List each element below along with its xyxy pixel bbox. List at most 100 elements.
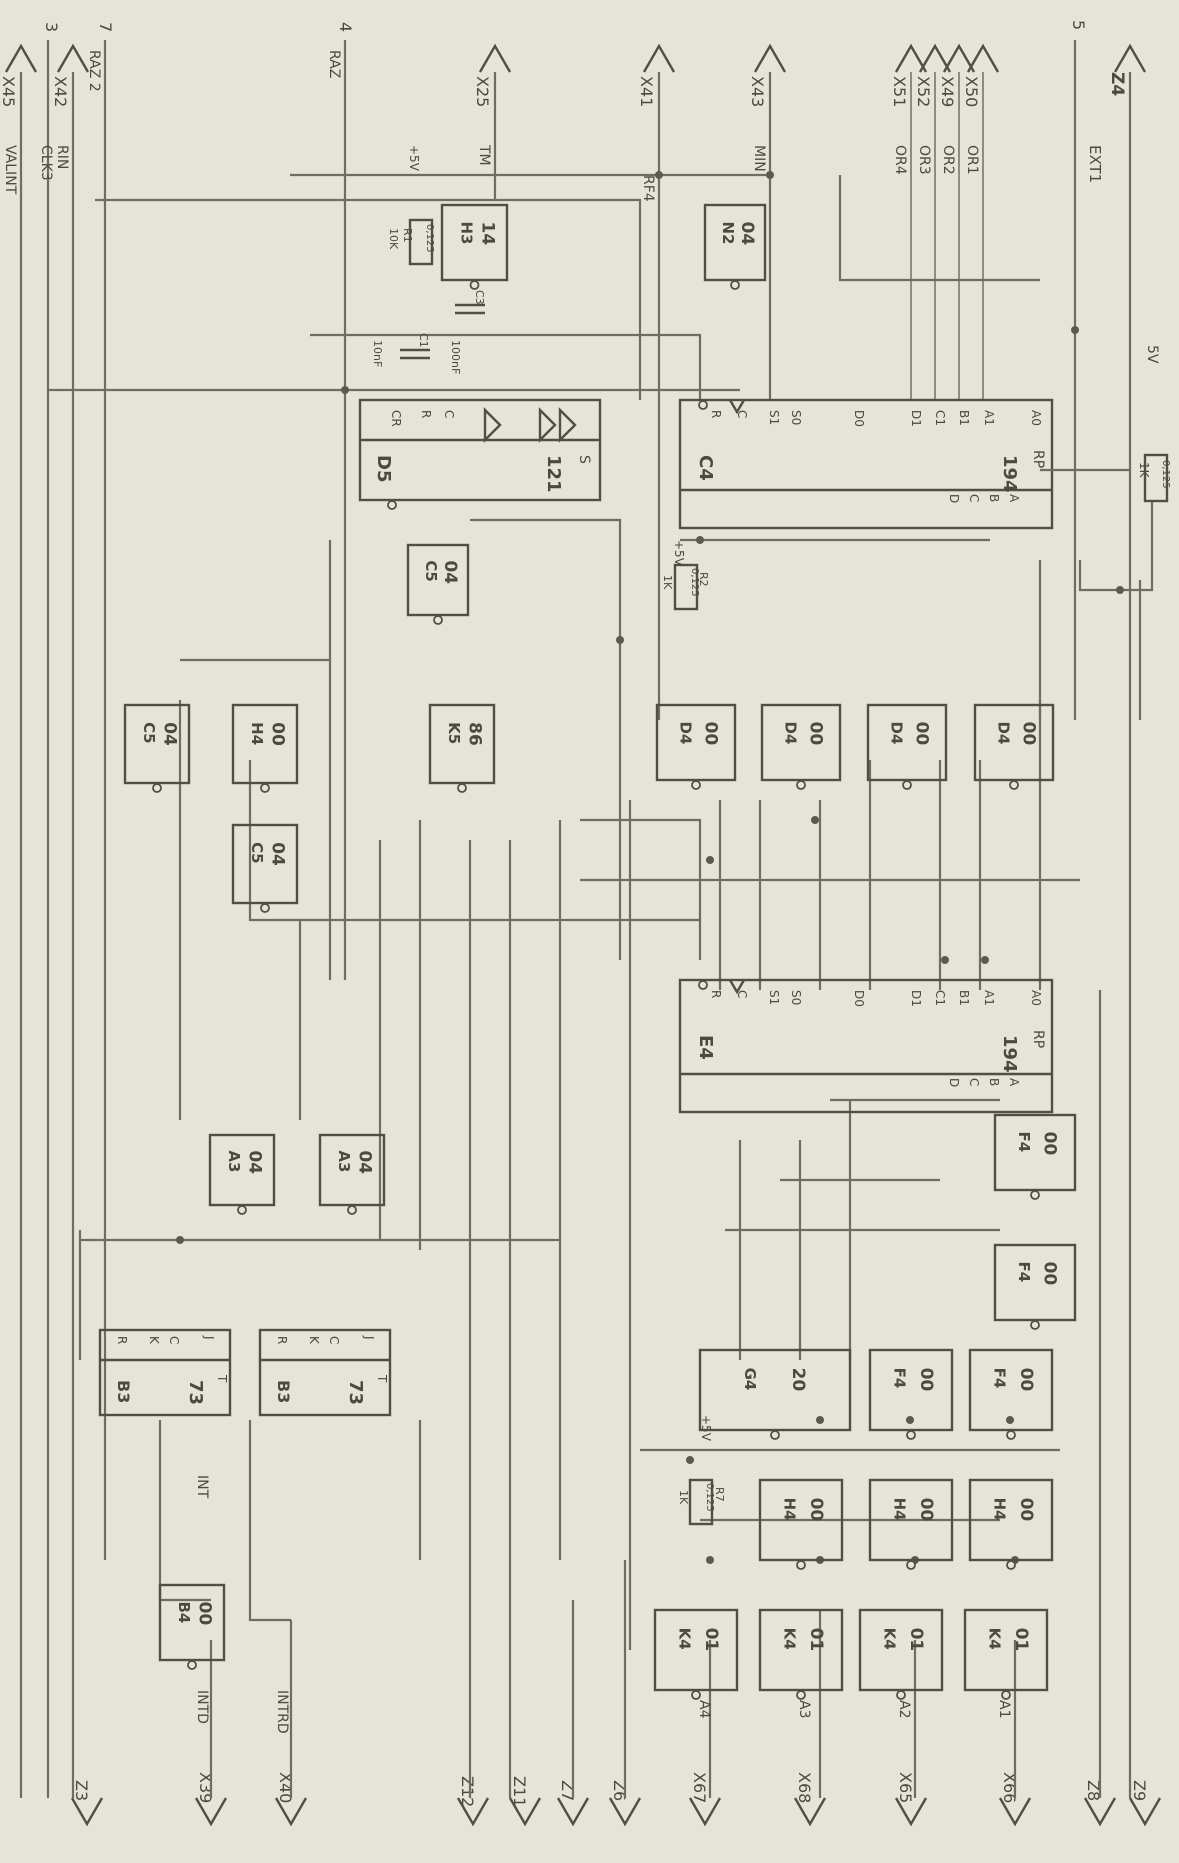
gate-h4-2-output-bubble (906, 1560, 916, 1570)
svg-text:A0: A0 (1029, 990, 1043, 1006)
gate-k5-ref: K5 (445, 722, 463, 744)
gate-b4-output-bubble (187, 1660, 197, 1670)
svg-text:X43: X43 (748, 76, 767, 107)
gate-d4-4-ref: D4 (676, 722, 694, 745)
svg-text:Z12: Z12 (458, 1776, 477, 1807)
gate-c5-b-type: 04 (160, 722, 180, 746)
counter-b3a-ref: B3 (114, 1380, 133, 1403)
gate-f4-3-output-bubble (1006, 1430, 1016, 1440)
gate-h3-output-bubble (469, 280, 480, 290)
gate-k5-type: 86 (465, 722, 485, 746)
gate-f4-3-body (968, 1348, 1054, 1432)
svg-text:1K: 1K (677, 1490, 690, 1505)
svg-text:0,125: 0,125 (424, 224, 435, 253)
counter-b3-a: 73 B3 R K C J T (98, 1328, 232, 1417)
svg-text:R2: R2 (697, 572, 710, 587)
gate-c5-c-type: 04 (268, 842, 288, 866)
gate-d4-3-body (760, 703, 842, 782)
svg-text:0,125: 0,125 (689, 568, 700, 597)
svg-text:T: T (215, 1374, 229, 1383)
svg-text:X39: X39 (196, 1772, 215, 1803)
svg-text:Z9: Z9 (1130, 1780, 1149, 1801)
gate-f4-1-body (993, 1113, 1077, 1192)
gate-d4-1-ref: D4 (994, 722, 1012, 745)
gate-f4-1-ref: F4 (1015, 1132, 1033, 1153)
gate-b4-body (158, 1583, 226, 1662)
svg-text:B1: B1 (957, 410, 971, 426)
gate-c5-a-type: 04 (440, 560, 460, 584)
gate-d4-1-body (973, 703, 1055, 782)
svg-text:C: C (167, 1336, 181, 1344)
svg-text:C3: C3 (473, 290, 486, 305)
svg-text:D0: D0 (852, 990, 866, 1007)
svg-text:C1: C1 (417, 333, 430, 348)
resistor-top: 1K 0,125 (1040, 453, 1171, 503)
right-connector-z12: Z12 (456, 1776, 490, 1827)
label-or4: OR4 (892, 145, 908, 175)
gate-c5-b-output-bubble (152, 783, 162, 793)
gate-a3-2-body (318, 1133, 386, 1207)
svg-text:X50: X50 (962, 76, 981, 107)
reg-e4-rp: RP (1030, 1030, 1046, 1048)
svg-text:X68: X68 (795, 1772, 814, 1803)
svg-text:A1: A1 (982, 990, 996, 1006)
gate-a3-2-type: 04 (355, 1150, 375, 1174)
counter-b3-b: 73 B3 R K C J T (258, 1328, 392, 1417)
label-a1: A1 (996, 1700, 1012, 1718)
gate-d4-3-type: 00 (805, 722, 825, 746)
svg-text:K: K (147, 1336, 161, 1345)
svg-text:A: A (1007, 1078, 1021, 1087)
gate-h4-2-type: 00 (916, 1498, 936, 1522)
label-valint: VALINT (2, 145, 18, 195)
gate-k4-3-type: 01 (806, 1628, 826, 1652)
left-connector-x50: X50 (962, 43, 1000, 107)
svg-text:C: C (735, 410, 749, 418)
gate-h4-1-type: 00 (1016, 1498, 1036, 1522)
counter-b3a-type: 73 (185, 1380, 206, 1405)
svg-text:Z11: Z11 (510, 1776, 529, 1807)
gate-h4-3-ref: H4 (781, 1498, 799, 1521)
right-connector-z9: Z9 (1128, 1780, 1162, 1827)
gate-k4-4-output-bubble (691, 1690, 701, 1700)
gate-h4-top-type: 00 (268, 722, 288, 746)
svg-text:C: C (967, 494, 981, 502)
reg-c4-type: 194 (999, 455, 1020, 493)
r1-supply: +5V (407, 145, 421, 172)
svg-text:C: C (327, 1336, 341, 1344)
label-5v: 5V (1144, 345, 1160, 364)
label-min: MIN (751, 145, 767, 172)
svg-text:R1: R1 (401, 228, 414, 243)
gate-a3-1-type: 04 (245, 1150, 265, 1174)
svg-text:1K: 1K (661, 575, 674, 590)
label-or1: OR1 (964, 145, 980, 175)
label-int: INT (194, 1475, 210, 1499)
label-n5: 5 (1069, 20, 1088, 30)
label-raz: RAZ (326, 50, 342, 78)
reg-e4-ref: E4 (695, 1035, 716, 1060)
label-n4: 4 (336, 22, 355, 32)
svg-text:Z6: Z6 (610, 1780, 629, 1801)
reg-e4-type: 194 (999, 1035, 1020, 1073)
right-connector-x65: X65 (894, 1772, 928, 1827)
mono-d5-ref: D5 (373, 455, 394, 482)
svg-text:10nF: 10nF (371, 340, 384, 367)
label-or2: OR2 (940, 145, 956, 175)
gate-c5-c-ref: C5 (248, 842, 266, 863)
gate-g4-output-bubble (770, 1430, 780, 1440)
gate-k5-body (428, 703, 496, 785)
label-clk3: CLK3 (38, 145, 54, 181)
svg-text:Z7: Z7 (558, 1780, 577, 1801)
label-n7: 7 (96, 22, 115, 32)
gate-f4-4-type: 00 (916, 1368, 936, 1392)
label-intrd: INTRD (274, 1690, 290, 1734)
